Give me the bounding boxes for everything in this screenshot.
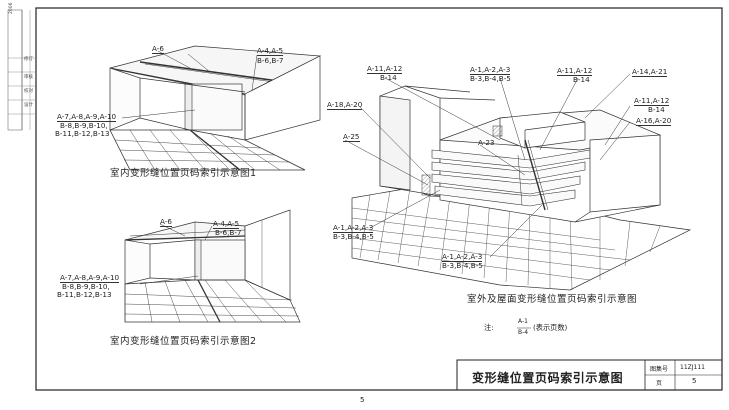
drawing-title: 变形缝位置页码索引示意图 (472, 371, 624, 385)
atlas-number-value: 11ZJ111 (680, 364, 705, 371)
label-a11-a12-right: A-11,A-12 (634, 96, 670, 106)
figure-3-caption: 室外及屋面变形缝位置页码索引示意图 (467, 294, 638, 305)
label-b3-b5-left: B-3,B-4,B-5 (333, 232, 374, 241)
atlas-number-label: 图集号 (650, 366, 669, 373)
figure-3-drawing (344, 73, 692, 291)
label-b6-b7: B-6,B-7 (215, 228, 242, 237)
label-b3-b5-top: B-3,B-4,B-5 (470, 74, 511, 83)
label-a11-a12-left: A-11,A-12 (367, 64, 403, 74)
label-a1-a3-top: A-1,A-2,A-3 (470, 65, 511, 75)
label-left-line3: B-11,B-12,B-13 (57, 290, 112, 299)
figure-1-caption: 室内变形缝位置页码索引示意图1 (110, 168, 257, 179)
label-b6-b7: B-6,B-7 (257, 56, 284, 65)
margin-note: 审核 (24, 75, 33, 80)
label-a25: A-25 (343, 132, 360, 142)
label-b3-b5-bottom: B-3,B-4,B-5 (442, 261, 483, 270)
label-a6: A-6 (152, 44, 164, 54)
label-a23: A-23 (478, 138, 495, 147)
label-left-line2: B-8,B-9,B-10, (62, 282, 110, 291)
label-left-line1: A-7,A-8,A-9,A-10 (60, 273, 120, 283)
figure-2-drawing (124, 209, 301, 323)
label-left-line2: B-8,B-9,B-10, (60, 121, 108, 130)
page-value: 5 (692, 377, 697, 385)
margin-note: 修订 (24, 57, 33, 62)
page-label: 页 (656, 380, 663, 387)
label-a16-a20: A-16,A-20 (636, 116, 672, 126)
label-a4-a5: A-4,A-5 (257, 46, 284, 56)
label-a14-a21: A-14,A-21 (632, 67, 668, 77)
figure-2-caption: 室内变形缝位置页码索引示意图2 (110, 336, 257, 347)
drawing-border (35, 7, 723, 391)
left-margin-strip (7, 9, 36, 131)
note-denominator: B-4 (518, 329, 529, 336)
figure-1-drawing (109, 45, 322, 171)
label-b14-mid: B-14 (573, 75, 590, 84)
label-a11-a12-mid: A-11,A-12 (557, 66, 593, 76)
label-b14-left: B-14 (380, 73, 397, 82)
label-a1-a3-left: A-1,A-2,A-3 (333, 223, 374, 233)
title-block-frame (456, 359, 723, 391)
label-a6: A-6 (160, 217, 172, 227)
label-b14-right: B-14 (648, 105, 665, 114)
margin-note: 设计 (24, 103, 33, 108)
page-number: 5 (360, 396, 365, 404)
label-a1-a3-bottom: A-1,A-2,A-3 (442, 252, 483, 262)
label-a18-a20: A-18,A-20 (327, 100, 363, 110)
label-left-line1: A-7,A-8,A-9,A-10 (57, 112, 117, 122)
label-left-line3: B-11,B-12,B-13 (55, 129, 110, 138)
margin-note: 校对 (24, 89, 33, 94)
note-prefix: 注: (484, 323, 494, 332)
label-a4-a5: A-4,A-5 (213, 219, 240, 229)
margin-note: 2006 (9, 2, 14, 14)
note-suffix: (表示页数) (533, 323, 568, 332)
note-numerator: A-1 (518, 318, 528, 325)
